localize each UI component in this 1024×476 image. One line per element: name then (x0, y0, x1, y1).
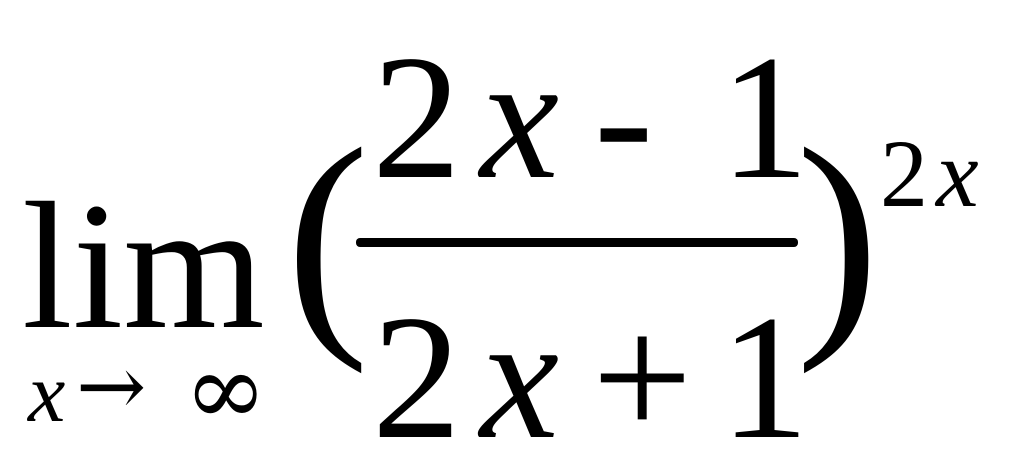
limit-arrow: → (76, 337, 147, 435)
limit-infinity: ∞ (184, 331, 268, 448)
denominator-constant: 1 (720, 278, 809, 476)
exponent-coefficient: 2 (880, 120, 928, 227)
denominator-variable: x (480, 278, 560, 476)
fraction-bar (356, 238, 798, 247)
left-parenthesis: ( (286, 98, 370, 375)
numerator-variable: x (480, 18, 560, 216)
limit-variable: x (28, 347, 66, 440)
right-parenthesis: ) (796, 98, 880, 375)
numerator-operator: - (594, 18, 654, 216)
exponent-variable: x (936, 120, 979, 227)
denominator-coefficient: 2 (372, 278, 461, 476)
numerator-coefficient: 2 (372, 18, 461, 216)
denominator-operator: + (592, 278, 693, 476)
numerator-constant: 1 (720, 18, 809, 216)
lim-operator: lim (22, 166, 265, 367)
